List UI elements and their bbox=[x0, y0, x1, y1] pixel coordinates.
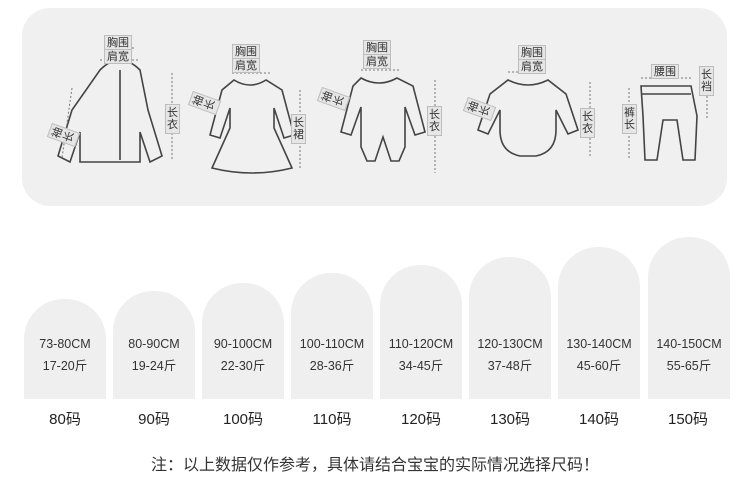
height-range: 73-80CM bbox=[39, 337, 91, 351]
dress-diagram: 胸围 肩宽 袖长 长裙 bbox=[182, 8, 312, 206]
shoulder-label: 肩宽 bbox=[232, 58, 260, 73]
size-card: 110-120CM 34-45斤 bbox=[380, 265, 462, 399]
body-length-label: 长衣 bbox=[580, 108, 595, 138]
pants-diagram: 腰围 裤长 长裆 bbox=[607, 8, 722, 206]
size-card: 140-150CM 55-65斤 bbox=[648, 237, 730, 399]
chest-label: 胸围 bbox=[104, 35, 132, 50]
romper-outline-icon bbox=[340, 69, 436, 173]
weight-range: 28-36斤 bbox=[309, 359, 355, 373]
height-range: 110-120CM bbox=[388, 337, 454, 351]
size-label: 110码 bbox=[312, 411, 352, 428]
shoulder-label: 肩宽 bbox=[518, 59, 546, 74]
body-length-label: 长衣 bbox=[427, 106, 442, 136]
height-range: 140-150CM bbox=[656, 337, 722, 351]
height-range: 80-90CM bbox=[128, 337, 180, 351]
weight-range: 17-20斤 bbox=[42, 359, 88, 373]
weight-range: 55-65斤 bbox=[666, 359, 712, 373]
chest-label: 胸围 bbox=[363, 40, 391, 55]
shoulder-label: 肩宽 bbox=[363, 54, 391, 69]
size-card: 120-130CM 37-48斤 bbox=[469, 257, 551, 399]
height-range: 120-130CM bbox=[477, 337, 543, 351]
pants-length-label: 裤长 bbox=[622, 104, 637, 134]
size-card: 73-80CM 17-20斤 bbox=[24, 299, 106, 399]
jacket-diagram: 胸围 肩宽 袖长 长衣 bbox=[42, 8, 182, 206]
size-label: 150码 bbox=[667, 411, 709, 428]
size-label: 120码 bbox=[400, 411, 442, 428]
size-card: 80-90CM 19-24斤 bbox=[113, 291, 195, 399]
bodysuit-diagram: 胸围 肩宽 袖长 长衣 bbox=[462, 8, 602, 206]
measurement-guide-panel: 胸围 肩宽 袖长 长衣 胸围 肩宽 袖长 长裙 bbox=[22, 8, 727, 206]
weight-range: 45-60斤 bbox=[576, 359, 622, 373]
size-label: 90码 bbox=[138, 411, 170, 428]
chest-label: 胸围 bbox=[518, 45, 546, 60]
body-length-label: 长衣 bbox=[165, 104, 180, 134]
size-card: 90-100CM 22-30斤 bbox=[202, 283, 284, 399]
weight-range: 34-45斤 bbox=[398, 359, 444, 373]
disclaimer-note: 注：以上数据仅作参考，具体请结合宝宝的实际情况选择尺码！ bbox=[150, 455, 599, 474]
height-range: 130-140CM bbox=[566, 337, 632, 351]
weight-range: 22-30斤 bbox=[220, 359, 266, 373]
size-card: 100-110CM 28-36斤 bbox=[291, 273, 373, 399]
height-range: 90-100CM bbox=[213, 337, 273, 351]
chest-label: 胸围 bbox=[232, 44, 260, 59]
shoulder-label: 肩宽 bbox=[104, 49, 132, 64]
size-card: 130-140CM 45-60斤 bbox=[558, 247, 640, 399]
size-label: 100码 bbox=[222, 411, 264, 428]
size-label: 130码 bbox=[489, 411, 531, 428]
waist-label: 腰围 bbox=[651, 64, 679, 79]
size-label: 140码 bbox=[578, 411, 620, 428]
height-range: 100-110CM bbox=[299, 337, 365, 351]
weight-range: 37-48斤 bbox=[487, 359, 533, 373]
romper-diagram: 胸围 肩宽 袖长 长衣 bbox=[316, 8, 452, 206]
weight-range: 19-24斤 bbox=[131, 359, 177, 373]
dress-outline-icon bbox=[209, 72, 301, 174]
rise-label: 长裆 bbox=[699, 66, 714, 96]
dress-length-label: 长裙 bbox=[291, 114, 306, 144]
size-label: 80码 bbox=[49, 411, 81, 428]
